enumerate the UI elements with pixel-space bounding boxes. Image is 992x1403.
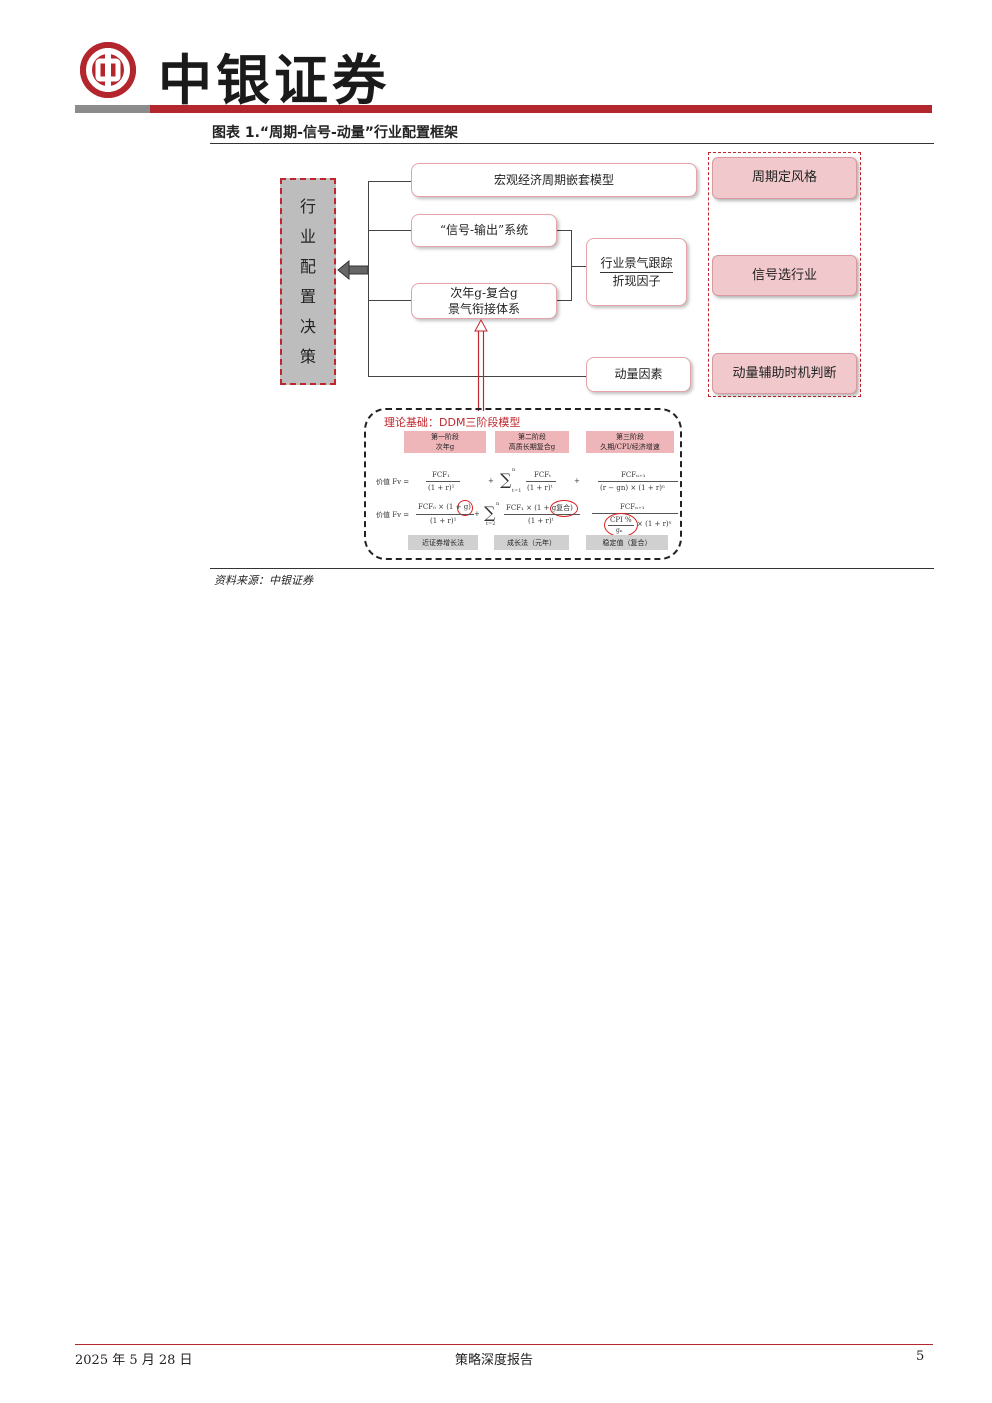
footer-date: 2025 年 5 月 28 日 <box>75 1353 193 1368</box>
formula1-term2-den: (1 + r)ᵗ <box>527 484 553 492</box>
signal-system-box: “信号-输出”系统 <box>411 214 557 247</box>
footer-report-type: 策略深度报告 <box>455 1353 534 1368</box>
macro-model-box: 宏观经济周期嵌套模型 <box>411 163 697 197</box>
decision-char: 行 <box>299 196 316 216</box>
ddm-method-2: 成长法（元年） <box>494 535 569 550</box>
ddm-stage-2: 第二阶段 高质长期复合g <box>495 431 569 453</box>
formula1-term1-num: FCF₁ <box>432 471 450 479</box>
highlight-circle <box>550 500 578 517</box>
plus-sign: + <box>488 477 494 485</box>
sum-icon: ∑ <box>484 503 496 522</box>
fraction-bar <box>526 481 556 482</box>
footer-rule <box>75 1344 933 1345</box>
connector-line <box>571 266 586 267</box>
company-logo-text: 中银证券 <box>158 48 390 112</box>
sum-top: n <box>512 467 516 473</box>
tracking-line: 折现因子 <box>612 274 661 288</box>
right-box-industry: 信号选行业 <box>712 255 857 296</box>
footer-page-number: 5 <box>916 1349 925 1364</box>
plus-sign: + <box>474 510 480 518</box>
ddm-title: 理论基础：DDM三阶段模型 <box>384 416 521 429</box>
formula1-term2-num: FCFₜ <box>534 471 551 479</box>
right-group <box>708 152 861 397</box>
trunk-line <box>368 181 369 377</box>
sum-bottom: t=1 <box>512 488 522 494</box>
right-box-timing: 动量辅助时机判断 <box>712 353 857 394</box>
formula2-term3-num: FCFₙ₊₁ <box>620 503 645 511</box>
header-bar-grey <box>75 105 150 113</box>
title-rule <box>210 143 934 144</box>
stage-label: 第一阶段 <box>431 433 459 441</box>
fraction-bar <box>592 513 678 514</box>
decision-box: 行 业 配 置 决 策 <box>280 178 336 385</box>
bank-logo-icon <box>80 42 136 98</box>
plus-sign: + <box>574 477 580 485</box>
fraction-bar <box>504 514 580 515</box>
header-bar-red <box>150 105 932 113</box>
ddm-stage-1: 第一阶段 次年g <box>404 431 486 453</box>
decision-char: 业 <box>299 226 316 246</box>
stage-label: 第三阶段 <box>616 433 644 441</box>
branch-line <box>368 230 411 231</box>
formula2-term1-den: (1 + r)¹ <box>430 517 457 525</box>
tracking-line: 行业景气跟踪 <box>600 255 673 273</box>
connector-line <box>557 230 571 231</box>
stage-label: 次年g <box>435 443 455 451</box>
source-rule <box>210 568 934 569</box>
formula2-term1-num: FCF₀ × (1 + g) <box>418 503 471 511</box>
decision-char: 决 <box>299 316 316 336</box>
composite-line: 次年g-复合g <box>450 285 518 300</box>
sum-top: n <box>496 501 500 507</box>
formula1-label: 价值 Fv = <box>376 478 410 486</box>
ddm-method-3: 稳定值（复合） <box>586 535 668 550</box>
ddm-method-1: 近证券增长法 <box>408 535 478 550</box>
formula1-term1-den: (1 + r)¹ <box>428 484 455 492</box>
branch-line <box>368 181 411 182</box>
stage-label: 久期/CPI/经济增速 <box>600 443 660 451</box>
highlight-circle <box>457 500 473 516</box>
fraction-bar <box>598 481 678 482</box>
ddm-panel <box>364 408 682 560</box>
composite-growth-box: 次年g-复合g 景气衔接体系 <box>411 283 557 319</box>
decision-char: 策 <box>299 346 316 366</box>
formula2-term2-den: (1 + r)ᵗ <box>528 517 554 525</box>
figure-title: 图表 1.“周期-信号-动量”行业配置框架 <box>212 125 458 141</box>
stage-label: 高质长期复合g <box>508 443 556 451</box>
decision-char: 置 <box>299 286 316 306</box>
formula2-term2-num: FCF₁ × (1 + g复合) <box>506 504 573 512</box>
industry-tracking-box: 行业景气跟踪 折现因子 <box>586 238 687 306</box>
formula2-label: 价值 Fv = <box>376 511 410 519</box>
formula2-term3-den: × (1 + r)ⁿ <box>637 520 672 528</box>
composite-line: 景气衔接体系 <box>447 302 520 316</box>
connector-line <box>557 300 571 301</box>
fraction-bar <box>426 481 460 482</box>
up-double-arrow-icon <box>474 319 488 411</box>
highlight-circle <box>604 513 638 537</box>
decision-char: 配 <box>299 256 316 276</box>
right-box-style: 周期定风格 <box>712 157 857 199</box>
branch-line <box>368 376 586 377</box>
figure-source: 资料来源：中银证券 <box>214 574 313 587</box>
formula1-term3-den: (r − gn) × (1 + r)ⁿ <box>600 484 666 492</box>
stage-label: 第二阶段 <box>518 433 546 441</box>
connector-line <box>571 230 572 301</box>
left-arrow-icon <box>337 260 369 280</box>
formula1-term3-num: FCFₙ₊₁ <box>621 471 646 479</box>
ddm-stage-3: 第三阶段 久期/CPI/经济增速 <box>586 431 674 453</box>
sum-bottom: t=2 <box>486 521 496 527</box>
fraction-bar <box>416 514 474 515</box>
sum-icon: ∑ <box>500 470 512 489</box>
branch-line <box>368 300 411 301</box>
momentum-box: 动量因素 <box>586 357 691 392</box>
